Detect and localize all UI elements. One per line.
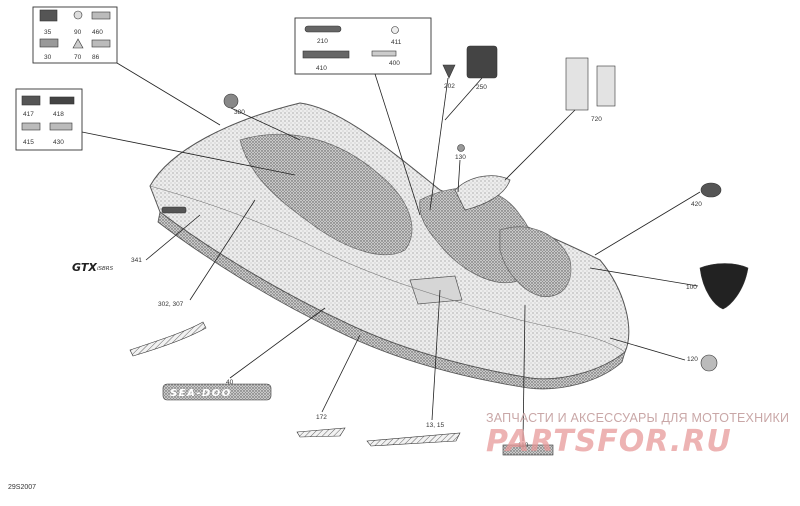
seadoo-decal-text: SEA-DOO	[170, 388, 232, 399]
decal-100	[699, 263, 749, 310]
decal-130	[457, 144, 465, 152]
decal-40-seadoo	[162, 383, 272, 401]
callout-250: 250	[476, 84, 487, 91]
callout-302-307: 302, 307	[158, 301, 184, 308]
callout-35: 35	[44, 29, 52, 36]
watercraft-hull	[149, 102, 630, 390]
callout-410: 410	[316, 65, 327, 72]
callout-341: 341	[131, 257, 142, 264]
decal-110	[502, 444, 554, 456]
decal-250	[466, 45, 498, 79]
callout-420: 420	[691, 201, 702, 208]
decal-420	[700, 182, 722, 198]
callout-110: 110	[518, 442, 529, 449]
decal-720	[565, 57, 589, 111]
document-number: 29S2007	[8, 484, 37, 491]
callout-720: 720	[591, 116, 602, 123]
callout-40: 40	[226, 379, 234, 386]
decal-720-b	[596, 65, 616, 107]
callout-13-15: 13, 15	[426, 422, 444, 429]
callout-430: 430	[53, 139, 64, 146]
callout-130: 130	[455, 154, 466, 161]
decal-120	[700, 354, 718, 372]
decal-380	[223, 93, 239, 109]
callout-460: 460	[92, 29, 103, 36]
model-graphic-gtx: GTX	[72, 261, 97, 274]
decal-302-307	[129, 321, 207, 357]
callout-box-warning-decals	[32, 6, 118, 64]
callout-box-side-decals	[15, 88, 83, 151]
callout-400: 400	[389, 60, 400, 67]
callout-210: 210	[317, 38, 328, 45]
callout-380: 380	[234, 109, 245, 116]
callout-box-deck-decals	[294, 17, 432, 75]
callout-172: 172	[316, 414, 327, 421]
decal-13-15	[366, 432, 461, 447]
decal-202	[442, 64, 456, 79]
callout-415: 415	[23, 139, 34, 146]
callout-120: 120	[687, 356, 698, 363]
callout-90: 90	[74, 29, 82, 36]
leader-lines	[81, 62, 701, 442]
callout-86: 86	[92, 54, 100, 61]
callout-70: 70	[74, 54, 82, 61]
decal-172	[296, 427, 346, 438]
callout-100: 100	[686, 284, 697, 291]
callout-202: 202	[444, 83, 455, 90]
callout-411: 411	[391, 39, 402, 46]
callout-418: 418	[53, 111, 64, 118]
callout-417: 417	[23, 111, 34, 118]
decal-341-side	[161, 206, 187, 214]
callout-30: 30	[44, 54, 52, 61]
model-graphic-suffix: iSBRS	[97, 266, 114, 272]
